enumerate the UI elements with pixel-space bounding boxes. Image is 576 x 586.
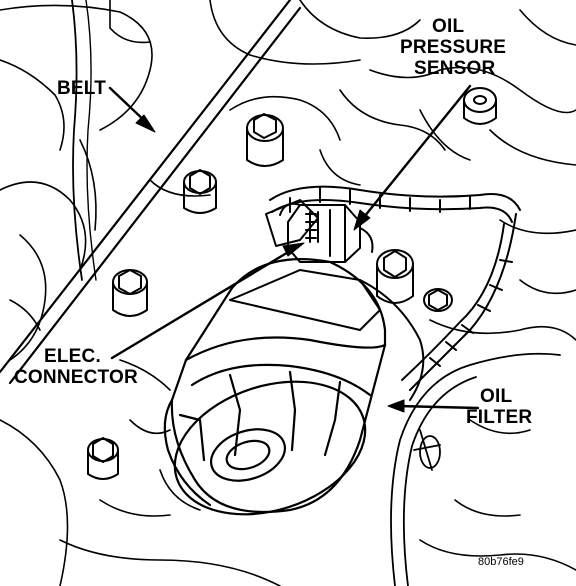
electrical-connector [265, 199, 319, 247]
oil-pressure-sensor-label-line3: SENSOR [414, 58, 496, 79]
oil-pressure-sensor-label-line2: PRESSURE [400, 37, 507, 58]
oil-filter-label-line1: OIL [480, 386, 513, 407]
figure-code: 80b76fe9 [478, 556, 524, 568]
oil-pressure-sensor-label: OIL PRESSURE SENSOR [400, 16, 506, 79]
bolt-head-right [376, 249, 414, 304]
elec-connector-label: ELEC. CONNECTOR [14, 346, 138, 388]
oil-filter-label: OIL FILTER [466, 386, 532, 428]
bolt-head-far-right [423, 288, 453, 312]
wiring-harness [269, 185, 521, 391]
bolt-head-lower-left [112, 269, 148, 317]
leader-lines [108, 84, 480, 413]
oil-filter-label-line2: FILTER [466, 407, 533, 428]
belt-label: BELT [57, 78, 106, 99]
oil-filter-outline-arc [390, 352, 561, 586]
bolt-head-left [183, 169, 217, 214]
elec-connector-label-line1: ELEC. [44, 346, 101, 367]
bolt-head-bottom-left [87, 437, 119, 480]
belt [0, 0, 302, 385]
belt-guide [71, 0, 83, 281]
wire-grommet [463, 87, 497, 125]
oil-pressure-sensor-label-line1: OIL [432, 16, 465, 37]
elec-connector-label-line2: CONNECTOR [14, 367, 138, 388]
bolt-head-upper [246, 113, 284, 167]
oil-pressure-sensor [279, 202, 374, 263]
filter-adapter [229, 269, 425, 401]
oil-filter-canister [163, 258, 387, 516]
